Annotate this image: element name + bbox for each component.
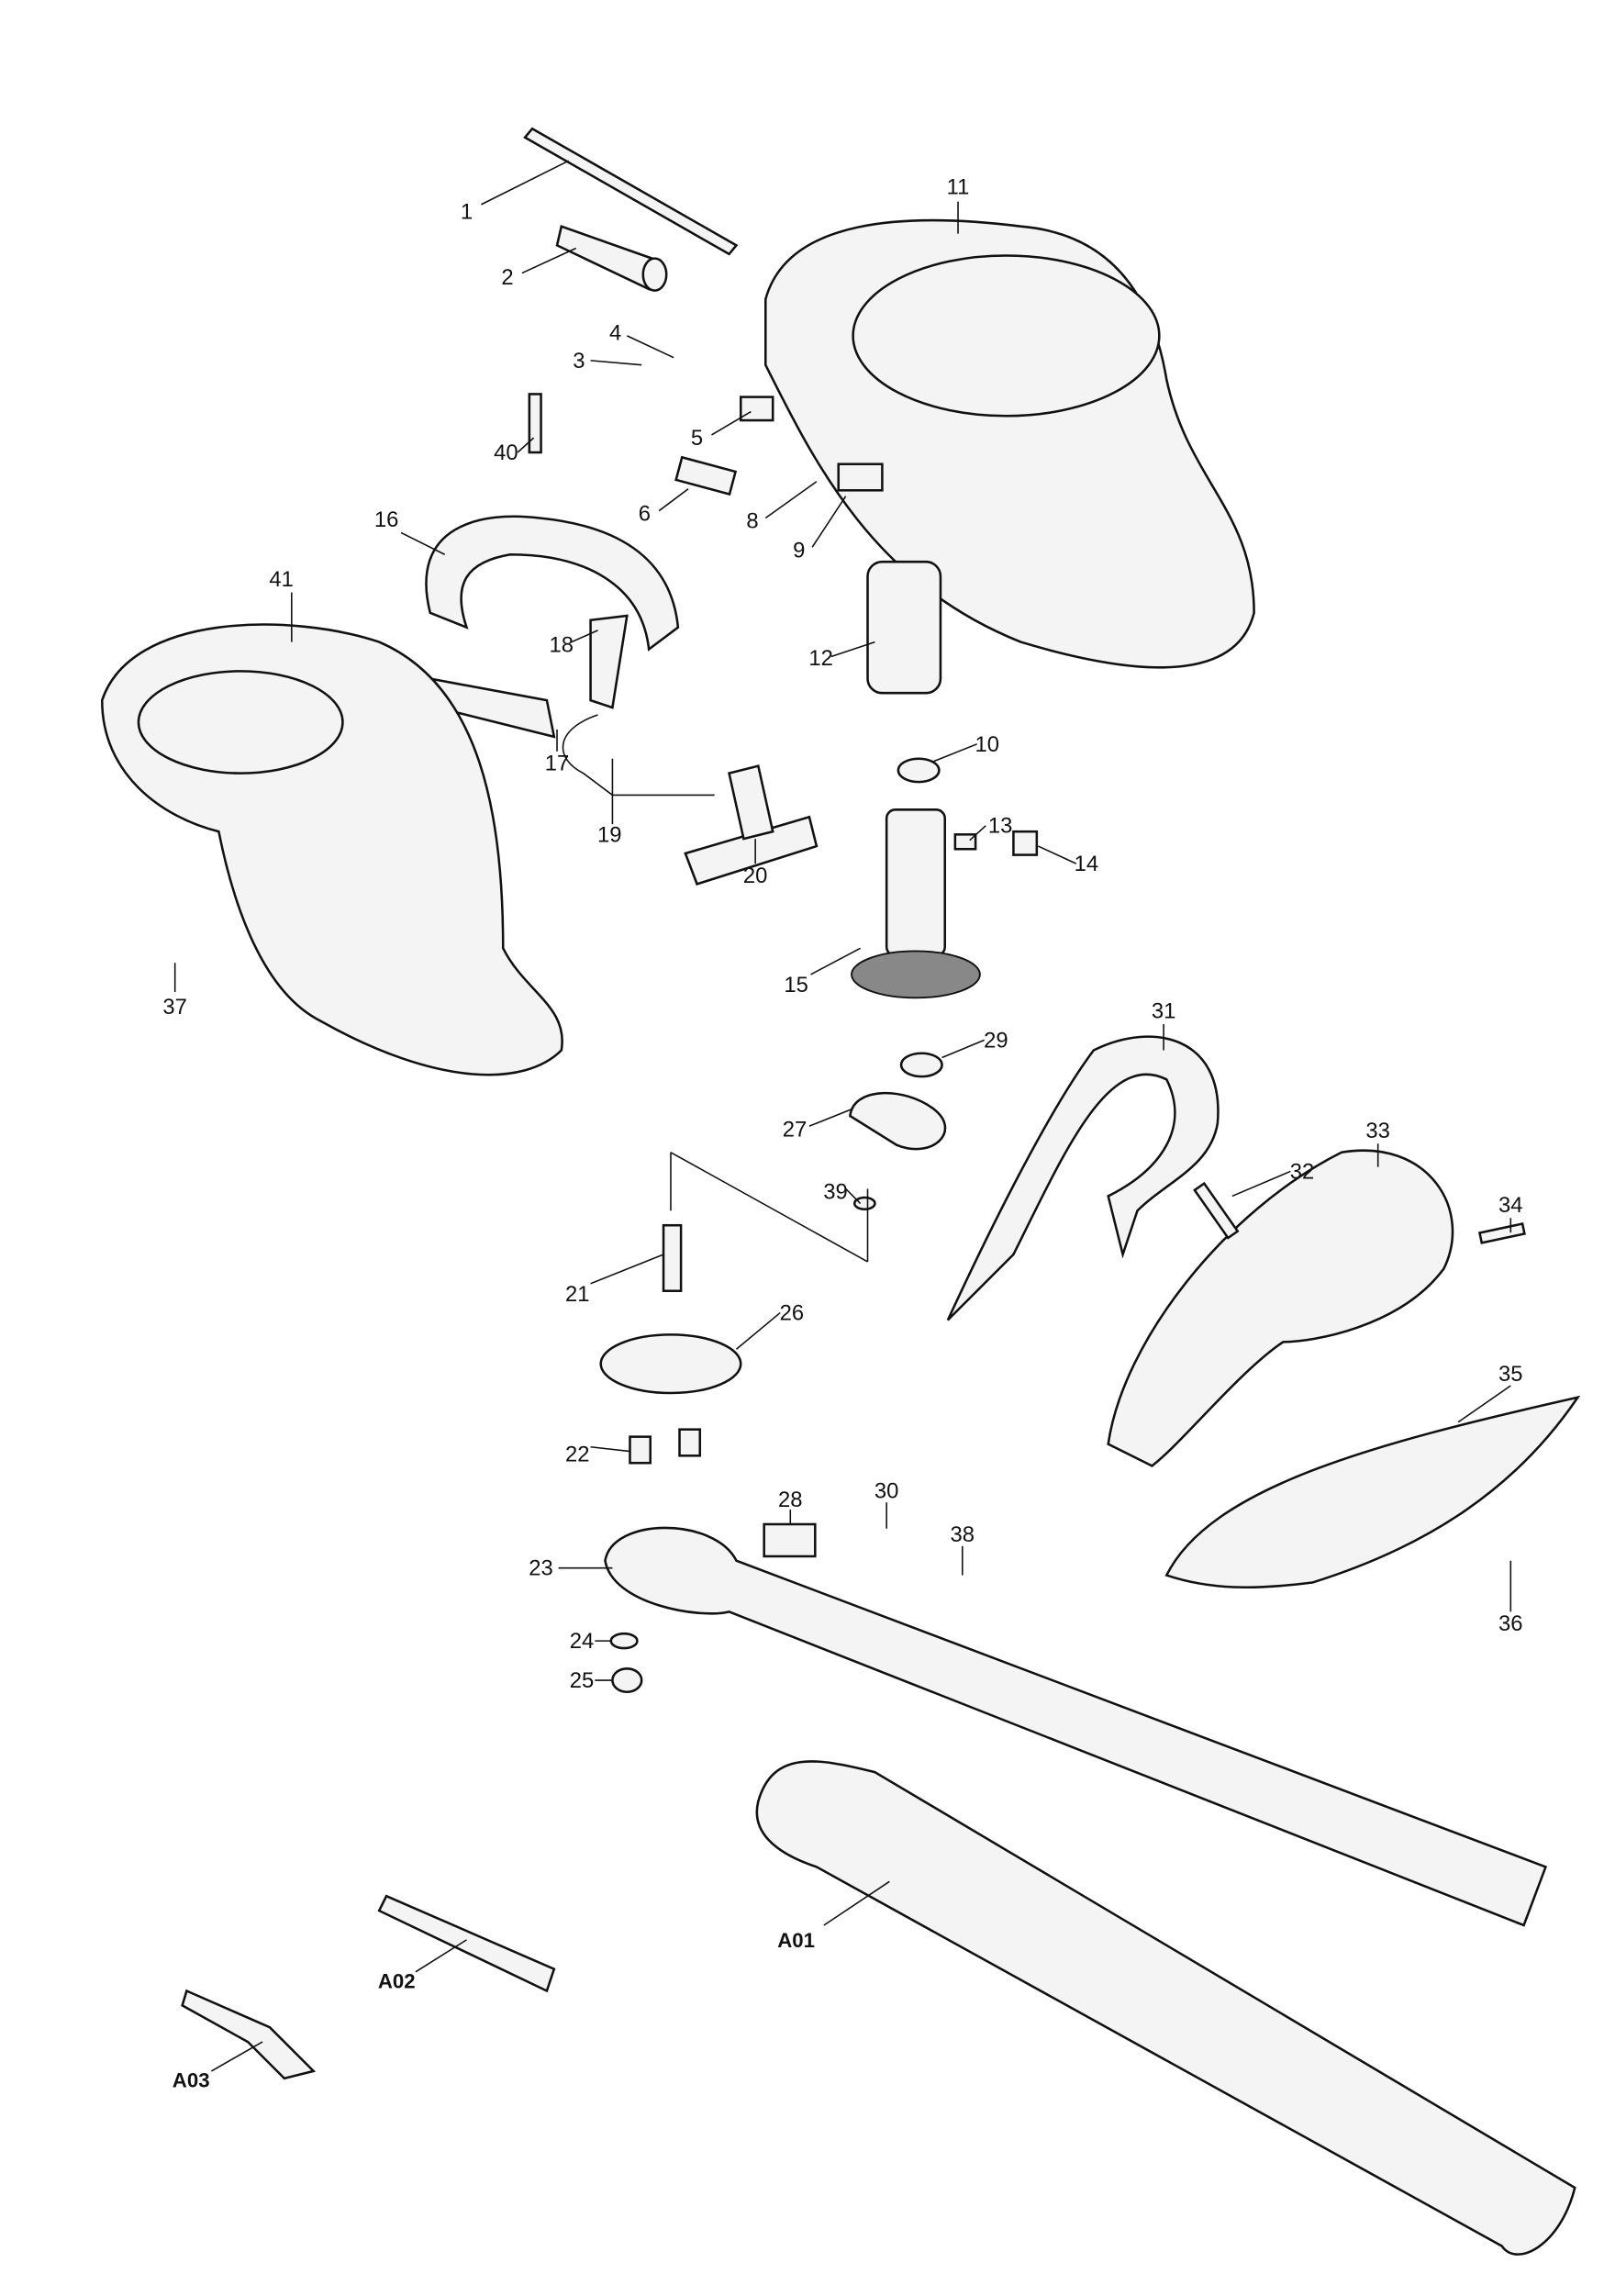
part-5-terminal	[739, 396, 774, 422]
part-10-bearing	[897, 757, 941, 784]
label-37: 37	[162, 995, 187, 1020]
label-16: 16	[374, 507, 399, 532]
label-34: 34	[1498, 1193, 1523, 1218]
part-24-washer	[609, 1632, 639, 1650]
label-24: 24	[570, 1629, 595, 1654]
label-41: 41	[269, 567, 294, 592]
part-34-screw	[1477, 1222, 1526, 1244]
label-22: 22	[565, 1443, 590, 1467]
label-32: 32	[1290, 1159, 1315, 1184]
part-33-handle	[1107, 1149, 1454, 1467]
part-20-lever	[728, 764, 774, 841]
label-21: 21	[565, 1282, 590, 1307]
label-4: 4	[609, 321, 621, 346]
label-14: 14	[1075, 852, 1099, 876]
label-26: 26	[780, 1301, 805, 1326]
part-25-nut	[611, 1667, 643, 1694]
part-31-rear-handle	[946, 1035, 1220, 1321]
label-a02: A02	[378, 1969, 416, 1992]
part-a01-blade-cover	[755, 1760, 1576, 2256]
part-23-blade	[604, 1526, 1548, 1927]
part-11-handle-opening	[852, 254, 1161, 418]
label-18: 18	[550, 633, 574, 658]
part-shapes	[100, 127, 1581, 2256]
part-21-shaft	[662, 1223, 683, 1293]
label-38: 38	[951, 1522, 975, 1547]
label-a01: A01	[777, 1929, 815, 1952]
label-a03: A03	[173, 2068, 210, 2091]
label-13: 13	[988, 814, 1013, 839]
part-28-block	[763, 1522, 817, 1558]
part-26-gear	[599, 1333, 742, 1395]
part-29-bearing	[899, 1052, 943, 1078]
label-28: 28	[778, 1488, 803, 1512]
label-35: 35	[1498, 1362, 1523, 1387]
part-19-wire	[562, 714, 715, 797]
label-10: 10	[975, 732, 1000, 757]
label-8: 8	[746, 509, 758, 534]
part-6-block	[674, 455, 738, 496]
part-27-plate	[849, 1091, 947, 1151]
label-23: 23	[529, 1556, 553, 1581]
label-25: 25	[570, 1668, 595, 1693]
label-20: 20	[743, 864, 768, 888]
label-17: 17	[545, 751, 570, 775]
part-a03-clip	[181, 1989, 317, 2080]
label-9: 9	[793, 538, 805, 563]
part-40-spring	[528, 393, 542, 454]
part-labels: 1 2 3 4 5 6 8 9 10 11 12 13 14 15 16 17 …	[162, 175, 1522, 2092]
label-1: 1	[461, 200, 473, 225]
label-2: 2	[501, 265, 513, 290]
label-31: 31	[1152, 999, 1176, 1024]
part-a02-bracket	[377, 1894, 556, 1993]
leader-lines	[173, 160, 1512, 2072]
part-15-armature	[885, 808, 947, 957]
part-2-end	[641, 257, 668, 292]
label-11: 11	[947, 175, 970, 200]
label-29: 29	[984, 1028, 1008, 1053]
label-39: 39	[823, 1180, 848, 1205]
label-3: 3	[573, 349, 585, 373]
label-12: 12	[808, 646, 833, 671]
label-33: 33	[1365, 1119, 1390, 1143]
part-13-brush	[953, 833, 977, 851]
part-18-trigger	[589, 614, 629, 709]
label-19: 19	[597, 822, 622, 847]
part-35-guard	[1164, 1395, 1581, 1589]
label-5: 5	[691, 426, 703, 451]
part-22-bush-2	[678, 1428, 702, 1457]
label-30: 30	[874, 1478, 899, 1503]
part-14-cap	[1012, 830, 1039, 856]
label-27: 27	[783, 1117, 808, 1142]
label-6: 6	[639, 502, 651, 527]
part-39-washer	[852, 1196, 876, 1211]
part-32-spring	[1193, 1181, 1240, 1240]
part-9-switch	[837, 463, 884, 492]
label-15: 15	[784, 973, 808, 998]
label-40: 40	[494, 440, 518, 465]
part-15-fan	[851, 950, 981, 999]
part-22-bush	[629, 1435, 652, 1465]
part-16-handle-cover	[425, 515, 680, 652]
label-36: 36	[1498, 1611, 1523, 1636]
part-12-stator	[866, 560, 942, 695]
part-1-rod	[523, 127, 739, 256]
part-41-handle-opening	[137, 670, 344, 775]
part-2-sleeve	[555, 225, 658, 291]
